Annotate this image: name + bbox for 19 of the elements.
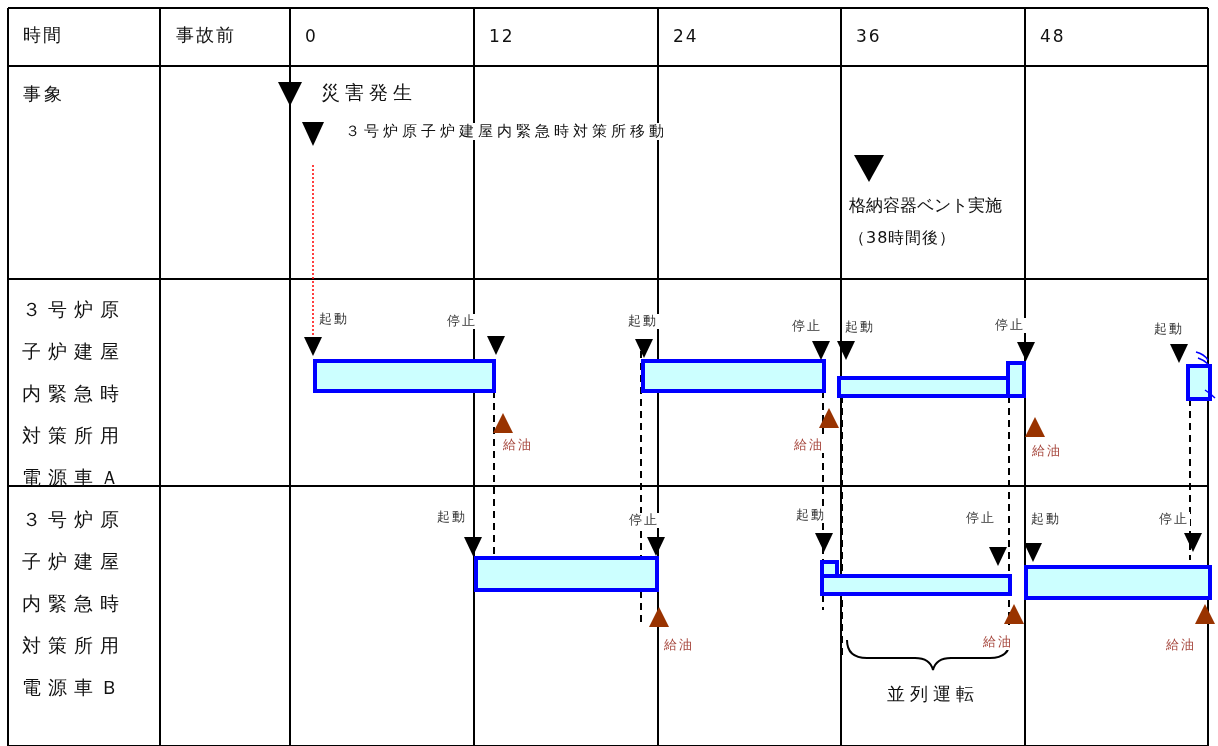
refuel-label: 給油 <box>982 635 1014 650</box>
event-label: 起動 <box>1153 322 1185 337</box>
event-label: 停止 <box>791 319 823 334</box>
event-label: 停止 <box>628 513 660 528</box>
row-header: ３号炉原子炉建屋内緊急時対策所用電源車Ｂ <box>22 507 127 700</box>
event-label: 停止 <box>1158 512 1190 527</box>
event-label: 起動 <box>1030 512 1062 527</box>
event-label: 停止 <box>965 511 997 526</box>
event-label: 起動 <box>844 320 876 335</box>
event-label: 起動 <box>318 312 350 327</box>
label: 格納容器ベント実施 <box>848 196 1003 216</box>
event-label: 起動 <box>627 314 659 329</box>
event-label: 起動 <box>436 510 468 525</box>
event-label: 起動 <box>795 508 827 523</box>
event-label: 停止 <box>994 318 1026 333</box>
refuel-label: 給油 <box>793 438 825 453</box>
event-label: 停止 <box>446 314 478 329</box>
row-header: ３号炉原子炉建屋内緊急時対策所用電源車Ａ <box>22 297 127 490</box>
label: 事故前 <box>175 25 237 46</box>
